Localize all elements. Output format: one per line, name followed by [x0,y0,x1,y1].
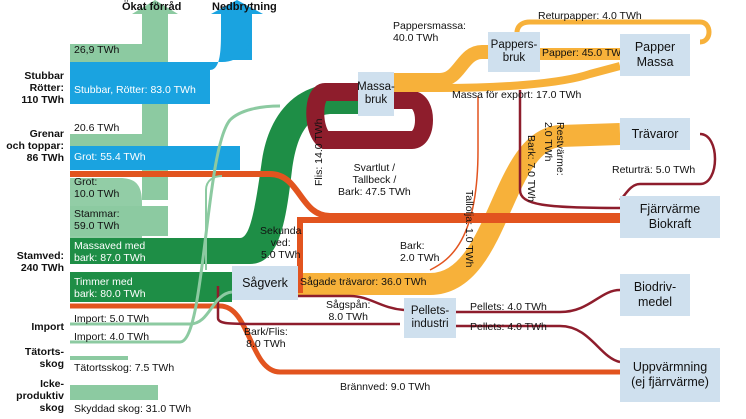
pellet-out-1 [456,288,621,314]
sawn-goods-flow [298,123,621,295]
node-paper-pulp: Papper Massa [620,34,690,76]
label-stammar: Stammar: 59.0 TWh [74,208,120,232]
return-wood-flow [619,132,717,201]
tall-oil-flow [429,96,479,271]
label-secondary: Sekunda ved: 5.0 TWh [260,225,302,261]
label-stumps-growth: 26,9 TWh [74,44,120,56]
node-pellet-industry: Pellets- industri [404,298,456,338]
label-bark-mill: Bark: 7.0 TWh [525,135,537,202]
node-paper-mill: Pappers- bruk [488,32,540,72]
label-waste-heat: Restvärme: 2.0 TWh [542,122,566,176]
label-urban: Tätortsskog: 7.5 TWh [74,362,175,374]
source-stumps: Stubbar Rötter: 110 TWh [21,70,64,106]
branches-growth-flow [70,134,142,146]
label-timmer: Timmer med bark: 80.0 TWh [74,276,146,300]
pulp-to-paper-flow [392,45,488,87]
protected-flow [70,385,158,400]
black-liquor-loop [306,83,433,149]
header-deforestation: Nedbrytning [212,1,277,13]
source-import: Import [31,321,64,333]
grot-to-heat-flow [70,171,620,219]
label-sawn: Sågade trävaror: 36.0 TWh [300,276,427,288]
label-protected: Skyddad skog: 31.0 TWh [74,403,192,415]
label-paper: Papper: 45.0 TWh [542,47,628,59]
massaved-flow [70,84,360,264]
label-sawdust: Sågspån: 8.0 TWh [326,299,371,323]
label-grot-left: Grot: 10.0 TWh [74,176,120,200]
label-massaved: Massaved med bark: 87.0 TWh [74,240,146,264]
label-import-1: Import: 5.0 TWh [74,313,150,325]
sawdust-flow [298,294,405,312]
sawmill-bark-flow [216,286,400,326]
source-stemwood: Stamved: 240 TWh [16,250,64,274]
node-pulp-mill: Massa- bruk [357,72,395,116]
node-biofuel: Biodriv- medel [620,274,690,316]
firewood-flow [70,303,620,375]
node-district-heating: Fjärrvärme Biokraft [620,196,720,238]
node-heating: Uppvärmning (ej fjärrvärme) [620,348,720,402]
pellet-out-2 [456,324,621,364]
source-branches: Grenar och toppar: 86 TWh [6,128,64,164]
label-chips: Flis: 14.0 TWh [313,118,325,187]
label-pulp-export: Massa för export: 17.0 TWh [452,89,582,101]
stammar-flow [70,206,168,236]
thin-green-return [205,175,223,270]
source-nonprod: Icke- produktiv skog [16,378,64,414]
label-pellets-2: Pellets: 4.0 TWh [470,321,547,333]
header-accumulated: Ökat förråd [122,1,182,13]
import-flow-2 [70,104,281,344]
label-bark-sawmill: Bark: 2.0 TWh [400,240,440,264]
node-sawmill: Sågverk [232,266,298,300]
grot-flow [70,146,240,170]
label-stumps-main: Stubbar, Rötter: 83.0 TWh [74,84,196,96]
timmer-flow [70,272,232,302]
label-firewood: Brännved: 9.0 TWh [340,381,431,393]
label-return-paper: Returpapper: 4.0 TWh [538,10,642,22]
label-black-liquor: Svartlut / Tallbeck / Bark: 47.5 TWh [338,162,411,198]
source-urban: Tätorts- skog [24,346,64,370]
bark-mill-flow [518,90,621,210]
label-import-2: Import: 4.0 TWh [74,331,150,343]
import-flow-1 [70,290,233,326]
stumps-flow [70,30,252,104]
label-pulp-paper: Pappersmassa: 40.0 TWh [393,20,466,44]
stumps-growth-flow [70,44,142,62]
label-bark-chips: Bark/Flis: 8.0 TWh [244,326,288,350]
label-pellets-1: Pellets: 4.0 TWh [470,301,547,313]
node-wood-products: Trävaror [620,118,690,150]
label-return-wood: Returträ: 5.0 TWh [612,164,696,176]
label-grot: Grot: 55.4 TWh [74,151,146,163]
pulp-export-flow [392,62,622,92]
label-branches-growth: 20.6 TWh [74,122,120,134]
label-tall-oil: Tallolja: 1.0 TWh [463,190,475,268]
